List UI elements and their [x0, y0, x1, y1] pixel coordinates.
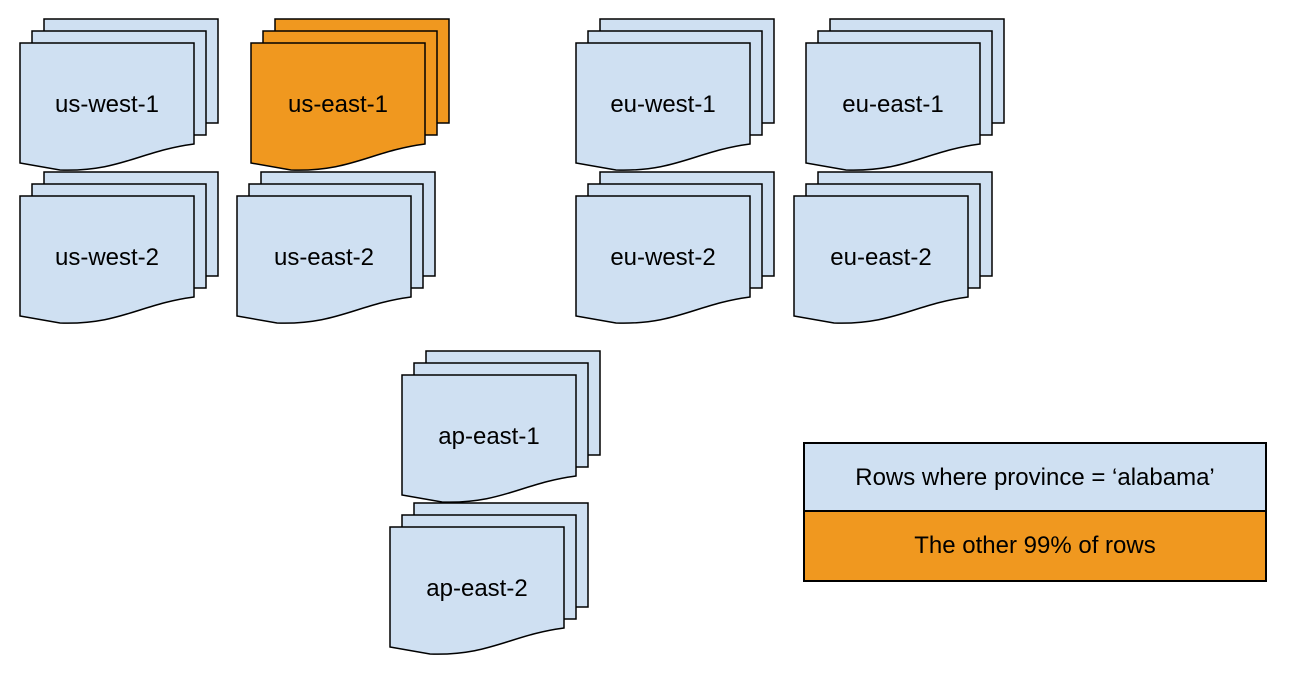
region-stack-eu-east-2: eu-east-2	[793, 171, 994, 325]
region-stack-eu-west-2: eu-west-2	[575, 171, 776, 325]
legend: Rows where province = ‘alabama’ The othe…	[803, 442, 1267, 582]
region-label: us-west-2	[54, 244, 160, 271]
region-label: ap-east-2	[426, 575, 528, 602]
legend-item-other-rows: The other 99% of rows	[805, 512, 1265, 580]
document-stack-shape	[805, 18, 1005, 171]
region-stack-us-east-2: us-east-2	[236, 171, 437, 325]
region-label: eu-east-2	[830, 244, 932, 271]
region-label: eu-west-1	[610, 91, 716, 118]
region-stack-us-west-1: us-west-1	[19, 18, 220, 172]
region-label: us-east-1	[287, 91, 389, 118]
region-stack-ap-east-1: ap-east-1	[401, 350, 602, 504]
legend-item-alabama-rows: Rows where province = ‘alabama’	[805, 444, 1265, 512]
document-stack-shape	[575, 18, 775, 171]
document-stack-shape	[401, 350, 601, 503]
region-label: us-west-1	[54, 91, 160, 118]
document-stack-shape	[236, 171, 436, 324]
region-stack-us-east-1: us-east-1	[250, 18, 451, 172]
region-stack-us-west-2: us-west-2	[19, 171, 220, 325]
region-stack-ap-east-2: ap-east-2	[389, 502, 590, 656]
region-label: us-east-2	[273, 244, 375, 271]
document-stack-shape	[575, 171, 775, 324]
document-stack-shape	[793, 171, 993, 324]
region-stack-eu-east-1: eu-east-1	[805, 18, 1006, 172]
document-stack-shape	[250, 18, 450, 171]
region-label: ap-east-1	[438, 423, 540, 450]
region-stack-eu-west-1: eu-west-1	[575, 18, 776, 172]
legend-item-label: The other 99% of rows	[914, 532, 1156, 559]
document-stack-shape	[19, 18, 219, 171]
document-stack-shape	[19, 171, 219, 324]
region-label: eu-west-2	[610, 244, 716, 271]
document-stack-shape	[389, 502, 589, 655]
legend-item-label: Rows where province = ‘alabama’	[855, 464, 1215, 491]
region-label: eu-east-1	[842, 91, 944, 118]
